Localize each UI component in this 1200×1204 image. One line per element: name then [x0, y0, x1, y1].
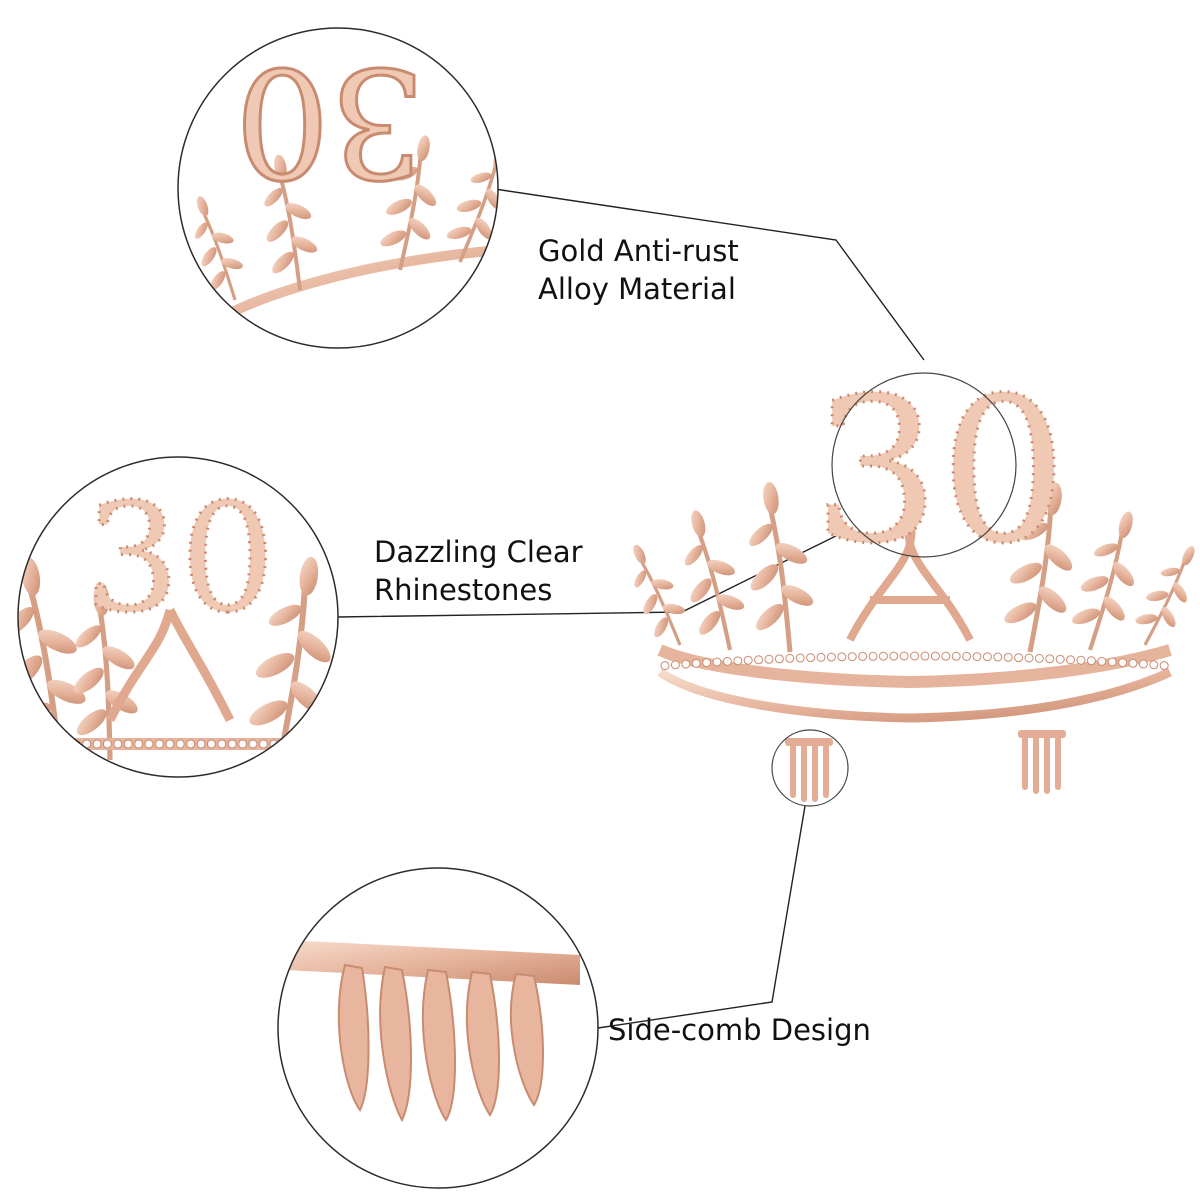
rhinestone	[206, 739, 216, 749]
rhinestone	[962, 651, 972, 661]
rhinestone	[258, 739, 268, 749]
rhinestone	[227, 739, 237, 749]
rhinestone	[712, 657, 722, 667]
rhinestone	[743, 655, 753, 665]
rhinestone	[930, 651, 940, 661]
rhinestone	[670, 660, 680, 670]
rhinestone	[993, 652, 1003, 662]
rhinestone	[61, 739, 71, 749]
rhinestone	[165, 739, 175, 749]
callout-comb-line1: Side-comb Design	[608, 1013, 871, 1047]
tiara-number-main: 30	[813, 355, 1068, 588]
callout-rhinestones-line1: Dazzling Clear	[374, 535, 583, 569]
rhinestone	[1034, 653, 1044, 663]
rhinestone	[134, 739, 144, 749]
rhinestone	[113, 739, 123, 749]
rhinestone	[144, 739, 154, 749]
callout-material-line2: Alloy Material	[538, 272, 736, 306]
rhinestone	[764, 654, 774, 664]
zoom-circle-side-comb	[277, 867, 599, 1189]
rhinestone	[238, 739, 248, 749]
rhinestone	[858, 651, 868, 661]
rhinestone	[279, 739, 289, 749]
rhinestone	[1003, 652, 1013, 662]
rhinestone	[826, 652, 836, 662]
side-comb-left	[785, 738, 833, 802]
rhinestone	[785, 653, 795, 663]
rhinestone	[1076, 655, 1086, 665]
svg-text:30: 30	[85, 472, 276, 646]
zoom-circle-material: 30	[177, 27, 499, 349]
rhinestone	[660, 661, 670, 671]
rhinestone	[1107, 657, 1117, 667]
rhinestone	[1159, 661, 1169, 671]
rhinestone	[941, 651, 951, 661]
highlight-circle-number	[831, 372, 1017, 558]
rhinestone	[248, 739, 258, 749]
rhinestone	[910, 651, 920, 661]
rhinestone	[102, 739, 112, 749]
rhinestone	[1097, 656, 1107, 666]
rhinestone	[1149, 660, 1159, 670]
rhinestone	[847, 652, 857, 662]
rhinestone	[290, 739, 300, 749]
rhinestone	[1128, 658, 1138, 668]
rhinestone	[733, 656, 743, 666]
rhinestone	[889, 651, 899, 661]
callout-rhinestones-line2: Rhinestones	[374, 573, 553, 607]
rhinestone	[982, 652, 992, 662]
callout-material: Gold Anti-rust Alloy Material	[538, 232, 739, 308]
rhinestone	[681, 659, 691, 669]
rhinestone	[1055, 654, 1065, 664]
rhinestone-row	[660, 651, 1169, 671]
rhinestone	[123, 739, 133, 749]
side-comb-right	[1018, 730, 1066, 794]
svg-text:30: 30	[235, 34, 426, 208]
rhinestone	[868, 651, 878, 661]
rhinestone	[154, 739, 164, 749]
rhinestone	[899, 651, 909, 661]
rhinestone	[774, 654, 784, 664]
zoom-circle-rhinestones: 30	[17, 456, 339, 778]
rhinestone	[40, 739, 50, 749]
rhinestone	[702, 658, 712, 668]
rhinestone	[50, 739, 60, 749]
rhinestone	[754, 655, 764, 665]
highlight-circle-comb	[771, 729, 849, 807]
rhinestone	[1066, 655, 1076, 665]
rhinestone	[972, 652, 982, 662]
rhinestone	[300, 739, 310, 749]
rhinestone	[920, 651, 930, 661]
rhinestone	[722, 656, 732, 666]
rhinestone	[806, 653, 816, 663]
rhinestone	[186, 739, 196, 749]
rhinestone	[1045, 654, 1055, 664]
rhinestone	[175, 739, 185, 749]
rhinestone	[837, 652, 847, 662]
rhinestone	[217, 739, 227, 749]
rhinestone	[1024, 653, 1034, 663]
rhinestone	[816, 652, 826, 662]
rhinestone	[196, 739, 206, 749]
rhinestone	[1118, 658, 1128, 668]
rhinestone	[1014, 653, 1024, 663]
rhinestone	[795, 653, 805, 663]
rhinestone	[951, 651, 961, 661]
rhinestone	[878, 651, 888, 661]
rhinestone	[1138, 659, 1148, 669]
callout-comb: Side-comb Design	[608, 1011, 871, 1049]
main-tiara: 30	[612, 354, 1200, 807]
rhinestone	[691, 658, 701, 668]
rhinestone	[92, 739, 102, 749]
rhinestone	[1086, 656, 1096, 666]
callout-rhinestones: Dazzling Clear Rhinestones	[374, 533, 583, 609]
callout-material-line1: Gold Anti-rust	[538, 234, 739, 268]
